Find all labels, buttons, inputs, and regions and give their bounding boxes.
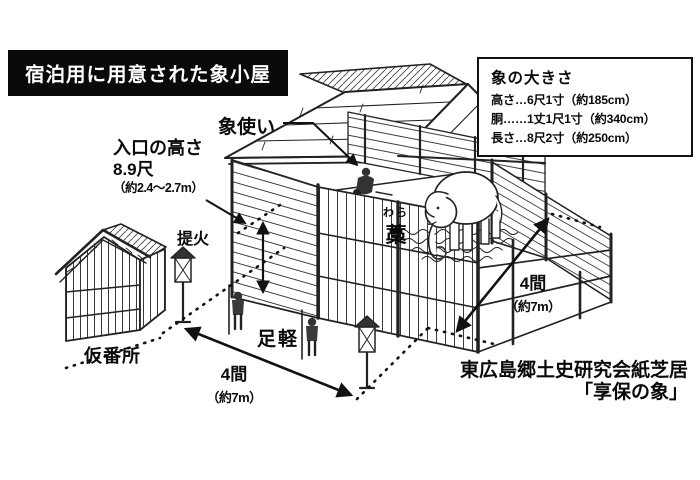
dimension-arrows	[183, 122, 550, 398]
guard-hut-label: 仮番所	[84, 346, 141, 366]
side-depth-value: 4間	[519, 274, 547, 293]
torch-label: 提火	[177, 231, 210, 248]
entrance-height-label: 入口の高さ 8.9尺 （約2.4～2.7m）	[113, 138, 204, 195]
side-depth-arrow	[455, 217, 550, 333]
size-box-title: 象の大きさ	[491, 70, 574, 87]
credit-work-title: 「享保の象」	[573, 382, 688, 404]
straw-label: わら 藁	[383, 204, 409, 249]
credit-text: 東広島郷土史研究会紙芝居 「享保の象」	[420, 360, 688, 405]
title-banner: 宿泊用に用意された象小屋	[8, 50, 289, 96]
torch-stand-illustration	[170, 246, 380, 390]
front-width-metric: （約7m）	[206, 390, 262, 405]
entrance-pointer-arrow	[205, 199, 247, 224]
handler-pointer-arrow	[283, 122, 359, 167]
credit-organization: 東広島郷土史研究会紙芝居	[459, 360, 688, 381]
guard-hut-illustration	[54, 223, 167, 342]
entrance-height-value: 8.9尺	[113, 159, 154, 179]
front-width-value: 4間	[220, 365, 248, 384]
side-depth-metric: （約7m）	[505, 299, 561, 314]
entrance-height-title: 入口の高さ	[113, 138, 203, 158]
side-depth-dimension: 4間 （約7m）	[502, 269, 564, 315]
size-box-height: 高さ…6尺1寸（約185cm）	[491, 93, 638, 107]
dotted-boundary	[64, 201, 602, 401]
shed-left-wall	[230, 158, 319, 319]
straw-kanji: 藁	[385, 224, 407, 247]
straw-furigana: わら	[383, 207, 409, 219]
handler-label: 象使い	[218, 117, 276, 138]
size-box-length: 長さ…8尺2寸（約250cm）	[491, 130, 638, 145]
front-width-dimension: 4間 （約7m）	[203, 360, 265, 406]
elephant-size-box: 象の大きさ 高さ…6尺1寸（約185cm） 胴……1丈1尺1寸（約340cm） …	[477, 57, 693, 157]
entrance-height-metric: （約2.4～2.7m）	[113, 180, 204, 195]
front-width-arrow	[183, 326, 354, 398]
foot-soldiers-label: 足軽	[257, 329, 300, 350]
size-box-girth: 胴……1丈1尺1寸（約340cm）	[491, 111, 656, 126]
